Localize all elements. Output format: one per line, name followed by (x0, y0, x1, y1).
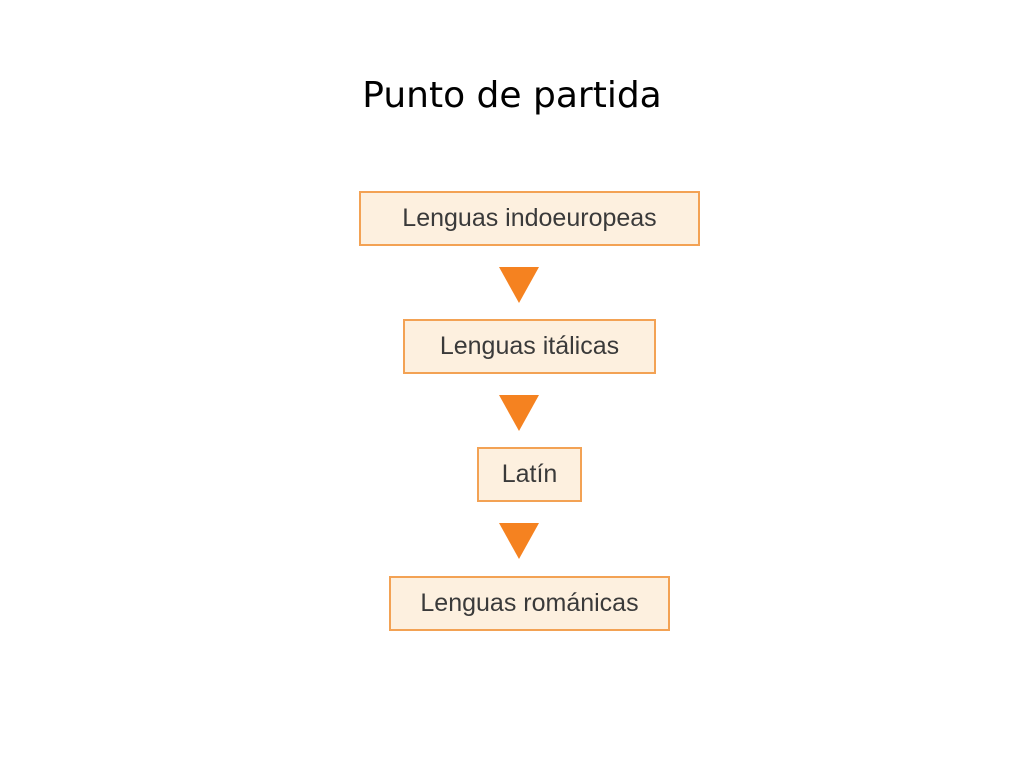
flow-node-romanicas: Lenguas románicas (389, 576, 670, 631)
arrow-down-icon (499, 267, 539, 303)
arrow-down-icon (499, 523, 539, 559)
page-title: Punto de partida (362, 75, 662, 116)
flow-node-latin: Latín (477, 447, 582, 502)
flow-node-italicas: Lenguas itálicas (403, 319, 656, 374)
flow-node-indoeuropeas: Lenguas indoeuropeas (359, 191, 700, 246)
arrow-down-icon (499, 395, 539, 431)
